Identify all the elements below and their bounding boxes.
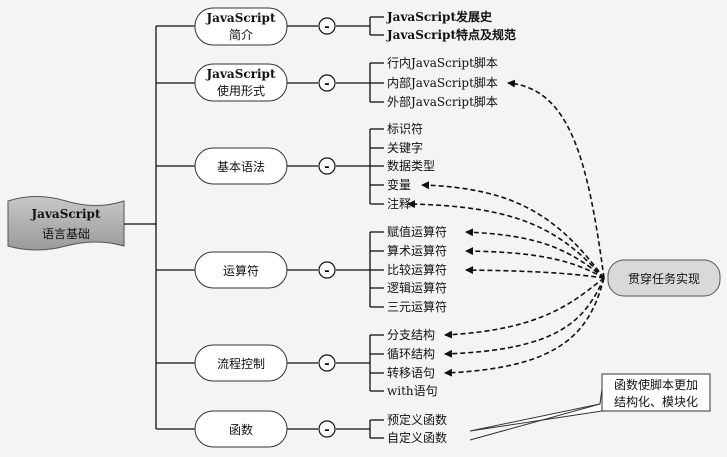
topic-node-operators[interactable]: 运算符 xyxy=(194,251,288,289)
collapse-toggle-intro[interactable]: - xyxy=(318,17,336,35)
topic-label: 运算符 xyxy=(223,263,259,278)
hub-node[interactable]: 贯穿任务实现 xyxy=(607,259,721,297)
root-node[interactable]: JavaScript 语言基础 xyxy=(7,196,125,251)
leaves-usage-forms: 行内JavaScript脚本 内部JavaScript脚本 外部JavaScri… xyxy=(387,55,498,109)
collapse-toggle-flow-control[interactable]: - xyxy=(318,354,336,372)
topic-node-usage-forms[interactable]: JavaScript 使用形式 xyxy=(194,63,288,102)
topic-node-intro[interactable]: JavaScript 简介 xyxy=(194,7,288,46)
topic-label: 函数 xyxy=(229,422,253,437)
minus-icon: - xyxy=(324,264,329,279)
minus-icon: - xyxy=(324,20,329,35)
minus-icon: - xyxy=(324,357,329,372)
leaf-label[interactable]: 标识符 xyxy=(387,121,423,136)
callout-note: 函数使脚本更加 结构化、模块化 xyxy=(469,373,711,441)
root-title-line1: JavaScript xyxy=(31,207,101,221)
leaves-operators: 赋值运算符 算术运算符 比较运算符 逻辑运算符 三元运算符 xyxy=(387,224,447,314)
leaf-label[interactable]: 循环结构 xyxy=(387,346,435,361)
leaf-label[interactable]: 关键字 xyxy=(387,140,423,155)
leaf-label[interactable]: 分支结构 xyxy=(387,327,435,342)
minus-icon: - xyxy=(324,160,329,175)
minus-icon: - xyxy=(324,77,329,92)
hub-label: 贯穿任务实现 xyxy=(628,271,700,286)
leaf-label[interactable]: 行内JavaScript脚本 xyxy=(387,55,498,70)
leaves-basic-syntax: 标识符 关键字 数据类型 变量 注释 xyxy=(387,121,435,211)
topic-node-functions[interactable]: 函数 xyxy=(194,410,288,448)
leaf-label[interactable]: 预定义函数 xyxy=(387,412,447,427)
callout-line2: 结构化、模块化 xyxy=(614,394,698,409)
topic-node-flow-control[interactable]: 流程控制 xyxy=(194,344,288,382)
collapse-toggle-basic-syntax[interactable]: - xyxy=(318,157,336,175)
collapse-toggle-usage-forms[interactable]: - xyxy=(318,74,336,92)
topic-label: 基本语法 xyxy=(217,160,265,174)
leaf-label[interactable]: 内部JavaScript脚本 xyxy=(387,75,498,90)
minus-icon: - xyxy=(324,423,329,438)
collapse-toggle-functions[interactable]: - xyxy=(318,420,336,438)
leaf-label[interactable]: 数据类型 xyxy=(387,158,435,173)
leaf-label[interactable]: 逻辑运算符 xyxy=(387,280,447,295)
branch-connectors xyxy=(287,16,384,439)
hub-relationship-arrows xyxy=(407,79,605,377)
topic-label: JavaScript xyxy=(206,11,276,25)
leaf-label[interactable]: JavaScript特点及规范 xyxy=(386,27,516,42)
leaf-label[interactable]: 变量 xyxy=(387,177,411,192)
callout-line1: 函数使脚本更加 xyxy=(614,377,698,392)
leaf-label[interactable]: with语句 xyxy=(387,384,438,398)
leaf-label[interactable]: 比较运算符 xyxy=(387,262,447,277)
leaf-label[interactable]: 赋值运算符 xyxy=(387,224,447,239)
leaf-label[interactable]: JavaScript发展史 xyxy=(386,9,493,24)
leaf-label[interactable]: 外部JavaScript脚本 xyxy=(387,94,498,109)
leaf-label[interactable]: 三元运算符 xyxy=(387,299,447,314)
leaf-label[interactable]: 转移语句 xyxy=(387,365,435,380)
leaf-label[interactable]: 注释 xyxy=(387,196,411,211)
topic-label: JavaScript xyxy=(206,67,276,81)
topic-node-basic-syntax[interactable]: 基本语法 xyxy=(194,147,288,185)
topic-label: 流程控制 xyxy=(217,356,265,371)
leaves-flow-control: 分支结构 循环结构 转移语句 with语句 xyxy=(387,327,438,398)
root-title-line2: 语言基础 xyxy=(42,227,90,241)
leaf-label[interactable]: 自定义函数 xyxy=(387,430,447,445)
collapse-toggle-operators[interactable]: - xyxy=(318,261,336,279)
leaves-intro: JavaScript发展史 JavaScript特点及规范 xyxy=(386,9,516,42)
topic-label: 简介 xyxy=(229,28,253,42)
leaf-label[interactable]: 算术运算符 xyxy=(387,243,447,258)
leaves-functions: 预定义函数 自定义函数 xyxy=(387,412,447,445)
trunk-connectors xyxy=(124,25,195,430)
topic-label: 使用形式 xyxy=(217,83,265,98)
